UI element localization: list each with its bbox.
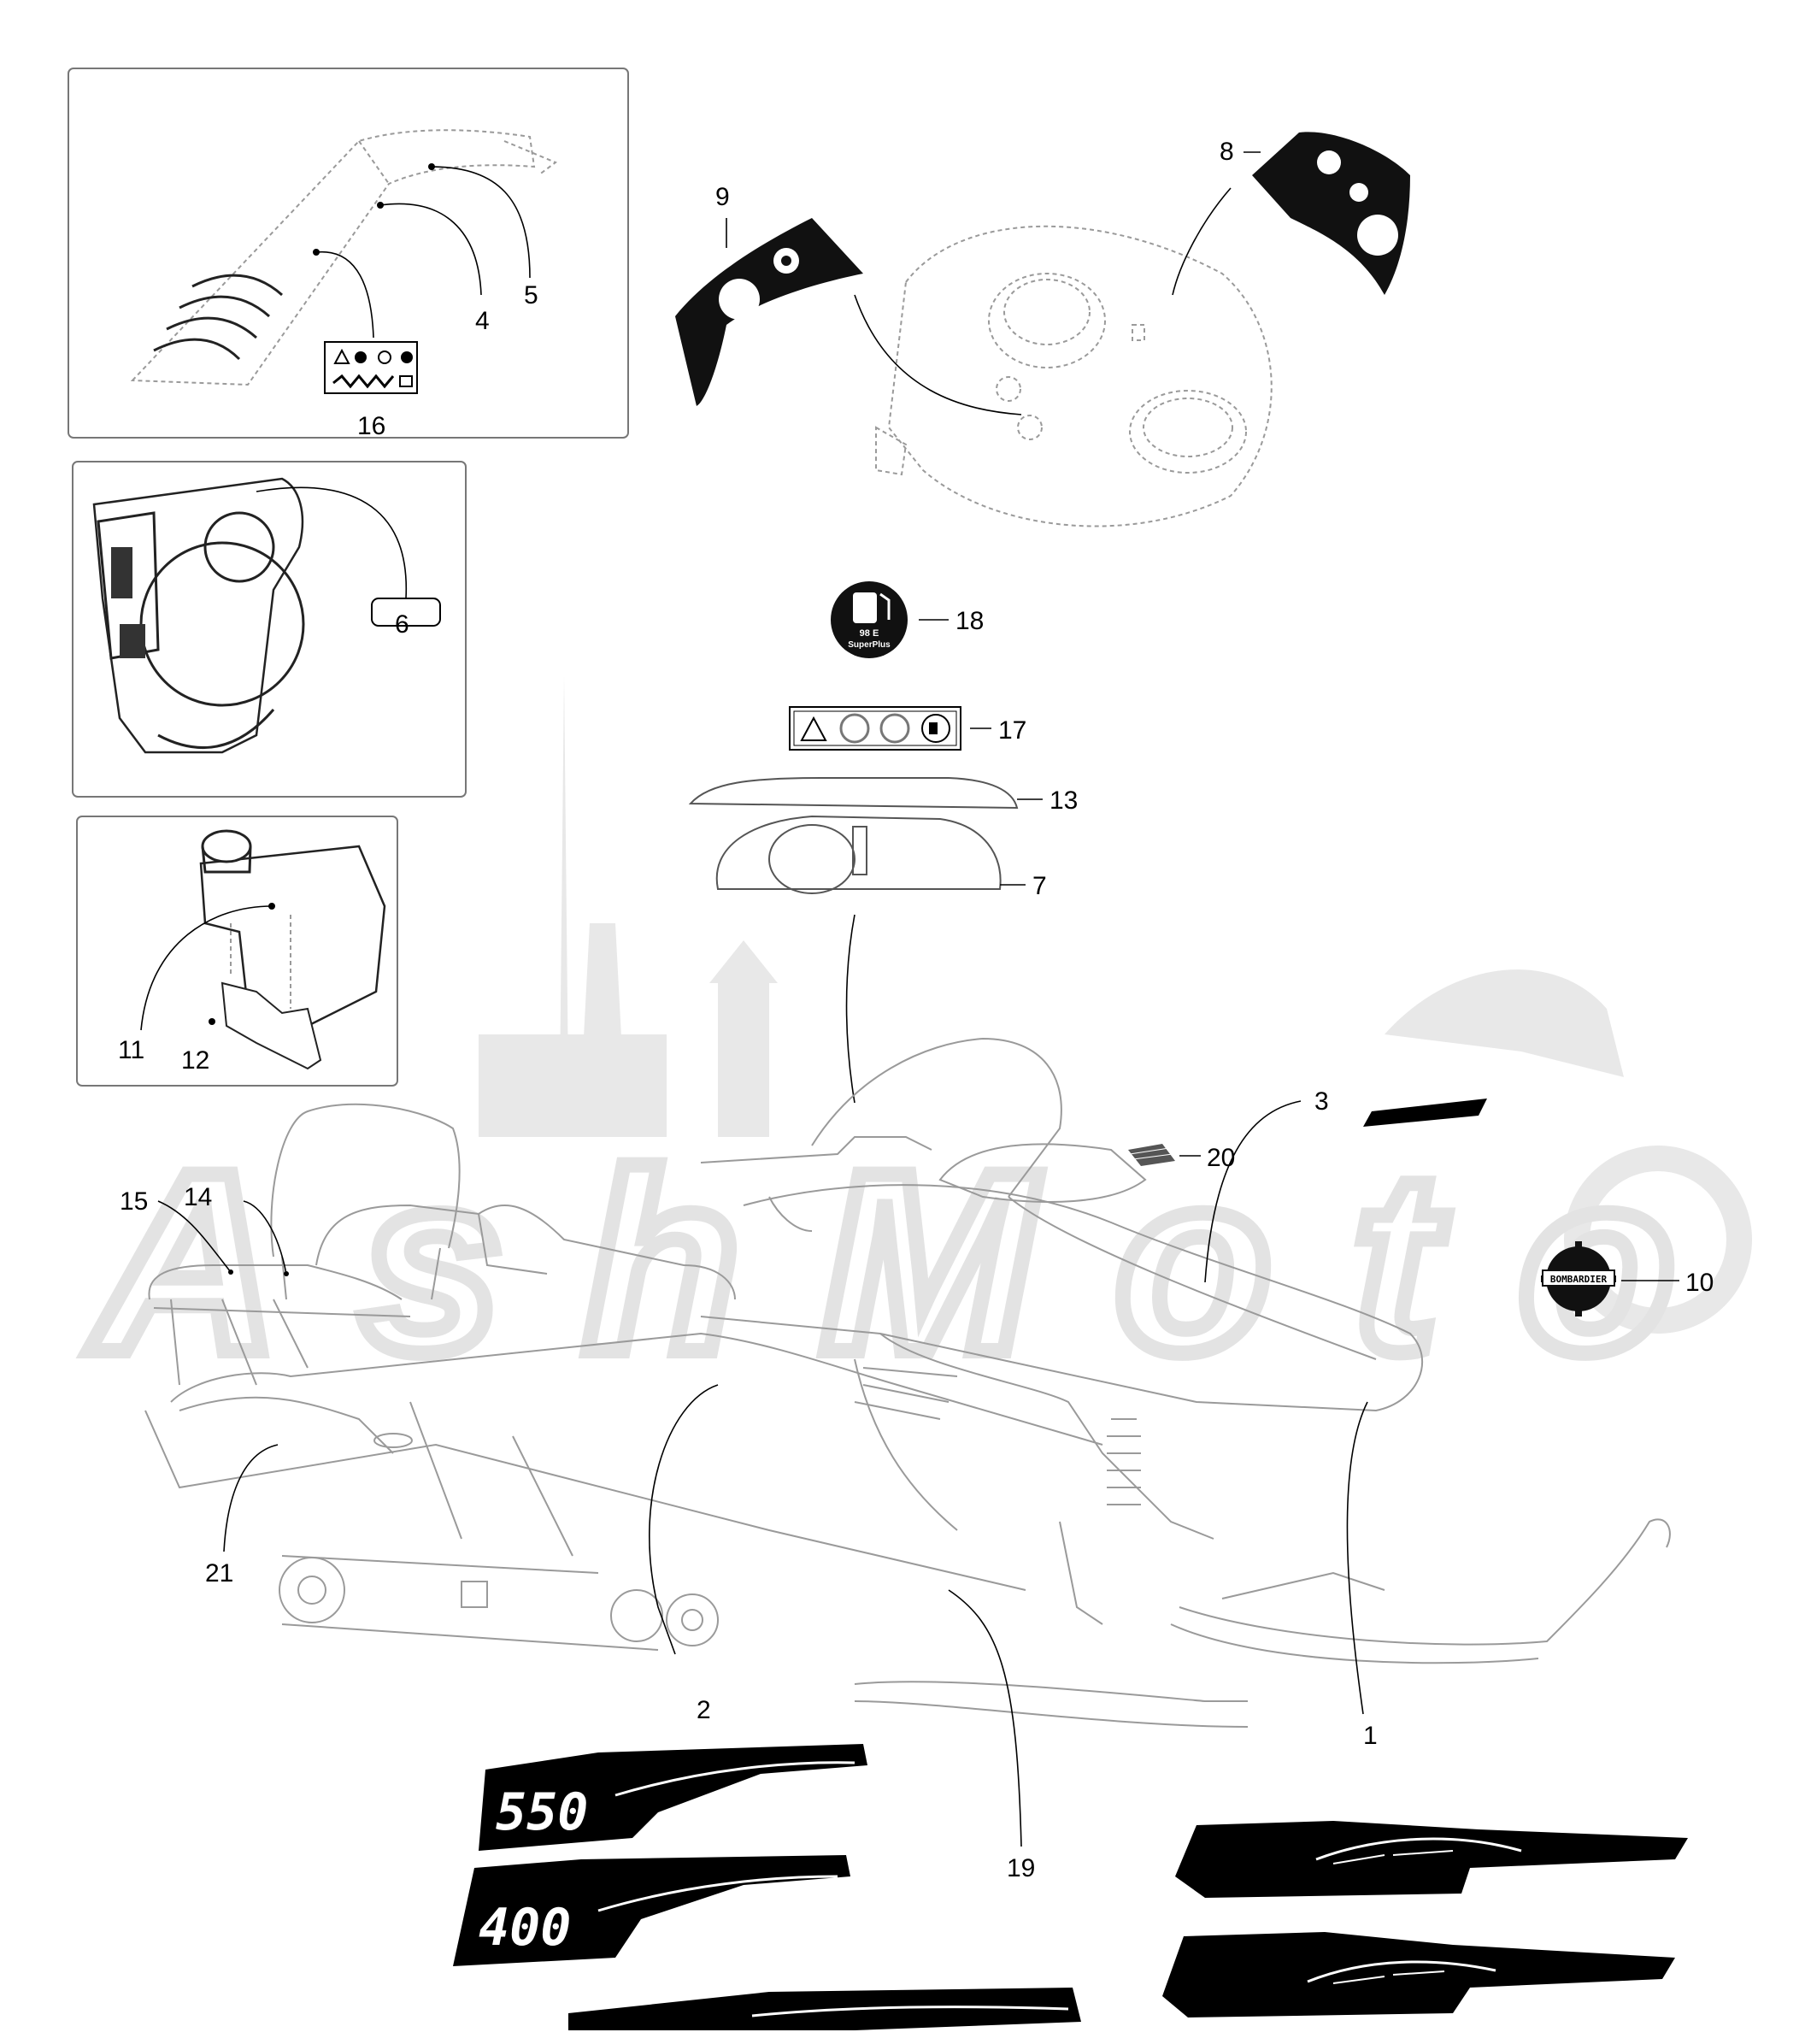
- watermark-text: AshMoto: [86, 1118, 1675, 1405]
- gauge-pod: [875, 225, 1273, 527]
- warning-label-16: [324, 341, 418, 394]
- callout-20: 20: [1207, 1144, 1235, 1172]
- fuel-label-18: 98 E SuperPlus 18: [831, 581, 984, 658]
- model-550-text: 550: [496, 1782, 588, 1842]
- callout-15: 15: [120, 1187, 148, 1216]
- brand-badge-10: BOMBARDIER 10: [1541, 1241, 1714, 1317]
- callout-19: 19: [1007, 1854, 1035, 1882]
- callout-3: 3: [1314, 1087, 1329, 1116]
- gauge-panel-8: 8: [1172, 132, 1410, 296]
- callout-9: 9: [715, 183, 730, 211]
- callout-13: 13: [1049, 786, 1078, 815]
- label-6: [371, 598, 441, 627]
- hood-decal-3: 3: [1204, 1087, 1487, 1283]
- callout-2: 2: [697, 1696, 711, 1724]
- callout-5: 5: [524, 281, 538, 309]
- hood-decal-20: 20: [1128, 1144, 1235, 1172]
- name-decal-lower: [1162, 1932, 1675, 2017]
- console-decal-7: 7: [715, 815, 1047, 1104]
- seat-ribs: [153, 274, 283, 361]
- callout-8: 8: [1220, 138, 1234, 166]
- callout-4: 4: [475, 307, 490, 335]
- snowmobile-outline: [144, 1037, 1671, 1728]
- fuel-name: SuperPlus: [848, 640, 891, 650]
- model-400-text: 400: [479, 1898, 571, 1958]
- callout-14: 14: [184, 1183, 212, 1211]
- windshield-decal-13: 13: [688, 777, 1078, 815]
- warning-strip-17: 17: [789, 706, 1026, 751]
- callout-12: 12: [181, 1046, 209, 1075]
- belt-guard-panel: 6: [72, 461, 467, 798]
- callout-1: 1: [1363, 1722, 1378, 1750]
- callout-11: 11: [118, 1036, 144, 1064]
- name-decal-upper: [1175, 1821, 1688, 1898]
- callout-17: 17: [998, 716, 1026, 745]
- brand-badge-text: BOMBARDIER: [1550, 1274, 1608, 1285]
- seat-cover-panel: 5 4 16: [68, 68, 629, 440]
- callout-6: 6: [395, 610, 409, 639]
- callout-7: 7: [1032, 872, 1047, 900]
- callout-21: 21: [205, 1559, 233, 1587]
- gauge-panel-9: 9: [675, 183, 1022, 415]
- model-decal-550: 550: [479, 1744, 867, 1851]
- model-decal-400: 400: [453, 1855, 850, 1966]
- callout-18: 18: [955, 607, 984, 635]
- oil-tank-panel: 11 12: [76, 816, 398, 1087]
- callout-10: 10: [1685, 1269, 1714, 1297]
- callout-16: 16: [357, 412, 385, 440]
- fuel-grade: 98 E: [860, 628, 879, 639]
- side-stripe-decal: [568, 1988, 1081, 2030]
